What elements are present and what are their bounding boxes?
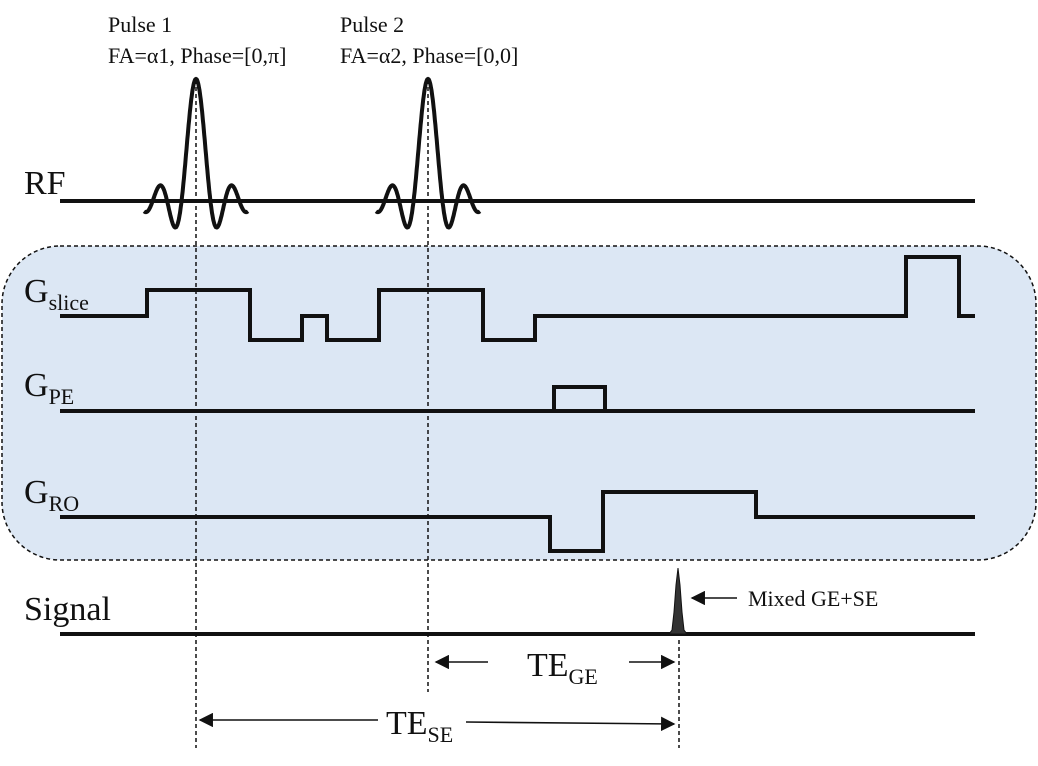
te-ge-label: TEGE (527, 647, 598, 689)
te-se-label: TESE (386, 705, 453, 747)
rf-pulse-2 (374, 76, 482, 230)
gpe-label: GPE (24, 367, 74, 409)
rf-label: RF (24, 165, 66, 202)
pulse1-params: FA=α1, Phase=[0,π] (108, 43, 286, 68)
pulse2-title: Pulse 2 (340, 12, 404, 37)
gro-waveform (60, 490, 975, 553)
gradient-panel (1, 245, 1037, 561)
signal-label: Signal (24, 591, 111, 628)
gro-label: GRO (24, 474, 79, 516)
gpe-lobe (552, 385, 607, 413)
te-se-arrow-right (465, 716, 676, 732)
gslice-waveform (60, 255, 975, 342)
echo-note: Mixed GE+SE (748, 586, 878, 611)
pulse2-params: FA=α2, Phase=[0,0] (340, 43, 518, 68)
gslice-label: Gslice (24, 273, 89, 315)
pulse1-title: Pulse 1 (108, 12, 172, 37)
rf-pulse-1 (142, 76, 250, 230)
echo-signal (668, 567, 688, 635)
